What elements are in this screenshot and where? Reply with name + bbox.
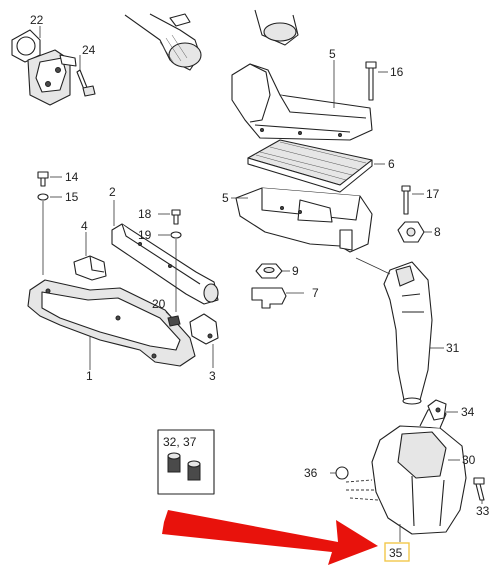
grommet-8-part[interactable]: [397, 221, 425, 243]
intake-hose-upper-part[interactable]: [124, 13, 202, 71]
air-filter-cover-part[interactable]: [231, 63, 373, 141]
callout-32-37: 32, 37: [163, 435, 197, 449]
callout-19: 19: [138, 228, 152, 242]
callout-35[interactable]: 35: [389, 546, 403, 560]
callout-16: 16: [390, 65, 404, 79]
callout-36: 36: [304, 466, 318, 480]
bracket-3-part[interactable]: [189, 313, 219, 345]
grommet-9-part[interactable]: [255, 263, 283, 279]
undertray-1-part[interactable]: [27, 279, 196, 367]
grommet-inset-box[interactable]: [157, 429, 215, 495]
air-intake-hose-31-part[interactable]: [383, 261, 433, 405]
callout-8: 8: [434, 225, 441, 239]
callout-5-housing: 5: [222, 191, 229, 205]
callout-6: 6: [388, 157, 395, 171]
callout-2: 2: [109, 185, 116, 199]
air-duct-2-part[interactable]: [111, 223, 219, 305]
callout-17: 17: [426, 187, 440, 201]
red-pointer-arrow: [162, 510, 378, 565]
callout-1: 1: [86, 369, 93, 383]
hose-clamp-part[interactable]: [254, 9, 299, 46]
callout-4: 4: [81, 219, 88, 233]
callout-5-cover: 5: [329, 47, 336, 61]
washer-15-part[interactable]: [37, 193, 49, 201]
bolt-17-part[interactable]: [401, 185, 411, 215]
callout-35-highlight: [384, 542, 410, 562]
callout-18: 18: [138, 207, 152, 221]
callout-22: 22: [30, 13, 44, 27]
callout-30: 30: [462, 453, 476, 467]
washer-36-part[interactable]: [335, 466, 349, 480]
callout-20: 20: [152, 297, 166, 311]
washer-19-part[interactable]: [170, 231, 182, 239]
callout-7: 7: [312, 286, 319, 300]
callout-24: 24: [82, 43, 96, 57]
callout-31: 31: [446, 341, 460, 355]
bracket-4-part[interactable]: [73, 255, 107, 281]
callout-33: 33: [476, 504, 490, 518]
air-filter-housing-part[interactable]: [235, 187, 373, 253]
callout-34: 34: [461, 405, 475, 419]
screw-14-part[interactable]: [37, 171, 49, 187]
screw-18-part[interactable]: [171, 209, 181, 225]
clip-7-part[interactable]: [251, 287, 287, 309]
bolt-33-part[interactable]: [473, 477, 485, 501]
bracket-34-part[interactable]: [427, 399, 447, 421]
bolt-16-part[interactable]: [365, 61, 377, 101]
callout-15: 15: [65, 190, 79, 204]
callout-14: 14: [65, 170, 79, 184]
callout-3: 3: [209, 369, 216, 383]
clip-20-part[interactable]: [167, 315, 181, 327]
callout-9: 9: [292, 264, 299, 278]
throttle-body-part[interactable]: [11, 29, 77, 106]
bolt-24-part[interactable]: [76, 69, 96, 97]
air-filter-element-part[interactable]: [247, 139, 373, 193]
resonator-30-part[interactable]: [371, 405, 467, 535]
